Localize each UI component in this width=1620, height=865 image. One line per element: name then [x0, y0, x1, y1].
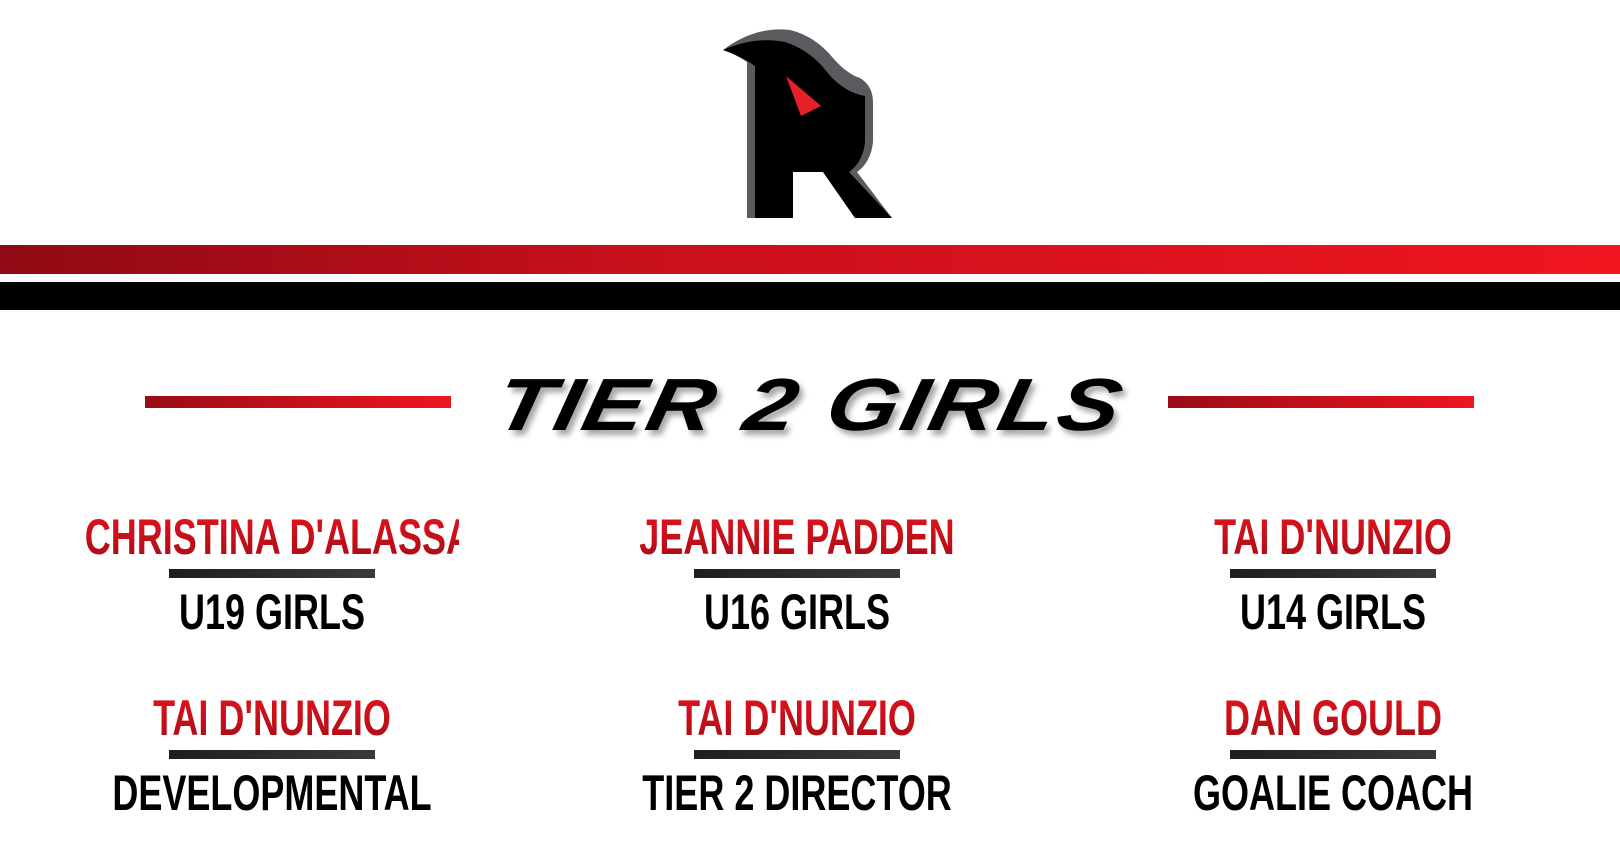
- staff-name: CHRISTINA D'ALASSANDRO: [84, 509, 579, 565]
- red-stripe: [0, 245, 1620, 274]
- staff-name: TAI D'NUNZIO: [85, 690, 459, 746]
- staff-card: TAI D'NUNZIO DEVELOPMENTAL: [12, 690, 532, 821]
- staff-card: TAI D'NUNZIO U14 GIRLS: [1073, 509, 1593, 640]
- staff-name: TAI D'NUNZIO: [1146, 509, 1520, 565]
- page-title: TIER 2 GIRLS: [488, 363, 1132, 446]
- divider: [1230, 569, 1436, 578]
- staff-card: CHRISTINA D'ALASSANDRO U19 GIRLS: [12, 509, 579, 640]
- title-line-left: [145, 396, 451, 408]
- staff-role: TIER 2 DIRECTOR: [642, 765, 952, 821]
- staff-role: U19 GIRLS: [178, 584, 366, 640]
- divider: [694, 750, 900, 759]
- staff-name: DAN GOULD: [1146, 690, 1520, 746]
- black-stripe: [0, 282, 1620, 310]
- staff-card: JEANNIE PADDEN U16 GIRLS: [537, 509, 1057, 640]
- redbird-r-logo: [723, 29, 892, 218]
- staff-card: DAN GOULD GOALIE COACH: [1073, 690, 1593, 821]
- staff-role: DEVELOPMENTAL: [112, 765, 432, 821]
- title-line-right: [1168, 396, 1474, 408]
- staff-role: U16 GIRLS: [703, 584, 891, 640]
- staff-card: TAI D'NUNZIO TIER 2 DIRECTOR: [537, 690, 1057, 821]
- divider: [694, 569, 900, 578]
- divider: [169, 569, 375, 578]
- divider: [1230, 750, 1436, 759]
- staff-name: JEANNIE PADDEN: [610, 509, 984, 565]
- staff-role: GOALIE COACH: [1192, 765, 1474, 821]
- staff-role: U14 GIRLS: [1239, 584, 1427, 640]
- staff-name: TAI D'NUNZIO: [610, 690, 984, 746]
- divider: [169, 750, 375, 759]
